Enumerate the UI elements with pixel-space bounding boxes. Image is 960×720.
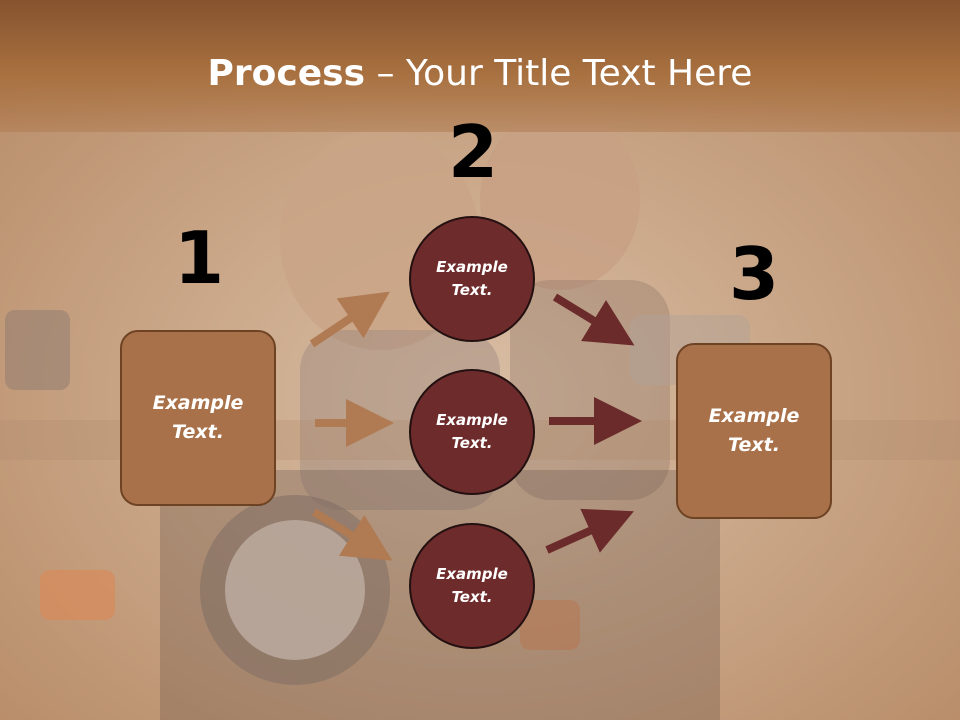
step-box-3: Example Text. bbox=[676, 343, 832, 519]
arrow-top-to-3 bbox=[552, 293, 635, 346]
title-bold: Process bbox=[207, 53, 366, 94]
node-circle-middle-text: Example Text. bbox=[436, 411, 508, 452]
node-circle-top: Example Text. bbox=[409, 216, 535, 342]
step-number-3: 3 bbox=[728, 232, 780, 316]
title-rest: – Your Title Text Here bbox=[365, 53, 753, 94]
step-number-1: 1 bbox=[173, 216, 225, 300]
node-circle-middle: Example Text. bbox=[409, 369, 535, 495]
arrow-1-to-bottom bbox=[311, 508, 393, 561]
step-box-1-text: Example Text. bbox=[152, 392, 244, 443]
arrow-1-to-top bbox=[309, 291, 390, 348]
step-number-2: 2 bbox=[447, 110, 499, 194]
node-circle-bottom-text: Example Text. bbox=[436, 565, 508, 606]
node-circle-top-text: Example Text. bbox=[436, 258, 508, 299]
title-bar bbox=[0, 0, 960, 132]
step-box-1: Example Text. bbox=[120, 330, 276, 506]
step-box-3-text: Example Text. bbox=[708, 405, 800, 456]
page-title: Process – Your Title Text Here bbox=[0, 50, 960, 98]
node-circle-bottom: Example Text. bbox=[409, 523, 535, 649]
arrow-bottom-to-3 bbox=[545, 508, 634, 554]
